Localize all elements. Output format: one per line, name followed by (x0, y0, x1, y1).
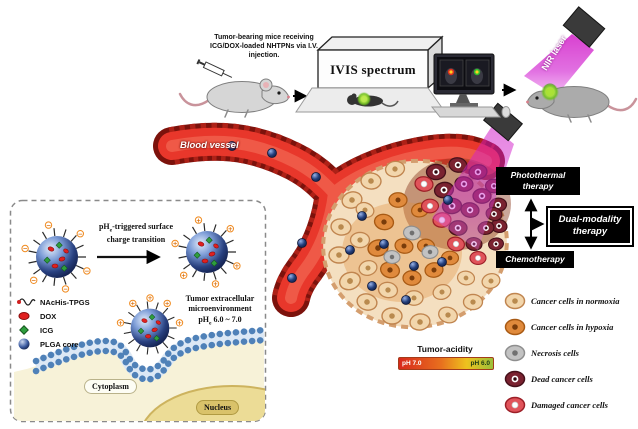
inset-legend-plga: PLGA core (16, 338, 78, 350)
svg-text:+: + (165, 301, 170, 308)
svg-text:−: − (78, 231, 83, 238)
ivis-mouse-silhouette (347, 92, 399, 107)
legend-row-dead: Dead cancer cells (504, 370, 593, 388)
svg-text:+: + (147, 295, 152, 302)
nucleus-region (139, 385, 265, 421)
svg-text:+: + (213, 281, 218, 288)
ivis-label: IVIS spectrum (330, 62, 416, 77)
svg-text:−: − (31, 278, 36, 285)
legend-row-damaged: Damaged cancer cells (504, 396, 608, 414)
damaged-cell-icon (504, 396, 526, 414)
negative-charges: − − − − − − (21, 221, 91, 293)
svg-text:+: + (118, 320, 123, 327)
icg-icon (19, 325, 29, 335)
svg-text:−: − (46, 222, 51, 229)
blood-vessel-label: Blood vessel (180, 140, 239, 151)
tumor-microenvironment-label: Tumor extracellular microenvironment pHe… (185, 294, 255, 327)
svg-text:+: + (181, 273, 186, 280)
normoxia-cell-icon (504, 292, 526, 310)
chemotherapy-box: Chemotherapy (496, 251, 574, 269)
tumor-acidity-label: Tumor-acidity (417, 344, 473, 354)
tumor-laser-beam (432, 126, 514, 250)
injection-note: Tumor-bearing mice receiving ICG/DOX-loa… (210, 34, 318, 59)
dead-cell-icon (504, 370, 526, 388)
inset-legend-icg: ICG (16, 324, 53, 336)
cytoplasm-label: Cytoplasm (84, 379, 137, 394)
keyboard (430, 106, 502, 118)
ph-gradient-bar: pH 7.0 pH 6.0 (398, 357, 494, 370)
nachis-tpgs-icon (17, 298, 36, 306)
plga-core-icon (18, 338, 30, 350)
cell-membrane-scene (14, 330, 265, 421)
computer-mouse (501, 106, 511, 118)
svg-text:+: + (196, 217, 201, 224)
legend-row-normoxia: Cancer cells in normoxia (504, 292, 620, 310)
charge-transition-label: pHe-triggered surface charge transition (98, 222, 174, 244)
dox-icon (18, 312, 30, 320)
ph-left-label: pH 7.0 (402, 360, 422, 367)
legend-row-necrosis: Necrosis cells (504, 344, 579, 362)
svg-text:+: + (177, 320, 182, 327)
injected-mouse (178, 77, 292, 119)
nucleus-label: Nucleus (196, 400, 240, 415)
inset-legend-nachis: NAcHis-TPGS (16, 296, 90, 308)
inset-legend-dox: DOX (16, 310, 56, 322)
photothermal-therapy-box: Photothermal therapy (496, 167, 580, 196)
svg-text:−: − (84, 268, 89, 275)
nir-laser-beam (524, 34, 594, 96)
svg-text:+: + (234, 263, 239, 270)
hypoxia-cell-icon (504, 318, 526, 336)
necrosis-cell-icon (504, 344, 526, 362)
svg-text:−: − (23, 246, 28, 253)
legend-row-hypoxia: Cancer cells in hypoxia (504, 318, 613, 336)
computer-monitor (430, 53, 511, 118)
syringe-icon (196, 59, 233, 78)
dual-modality-therapy-box: Dual-modality therapy (546, 206, 634, 247)
therapy-arrows (524, 198, 545, 250)
svg-text:+: + (173, 241, 178, 248)
ph-right-label: pH 6.0 (470, 360, 490, 367)
nir-laser-device (562, 6, 606, 48)
svg-text:+: + (228, 226, 233, 233)
svg-text:−: − (63, 286, 68, 293)
positive-charges: + + + + + + + + + + + (116, 216, 241, 327)
svg-text:+: + (130, 301, 135, 308)
